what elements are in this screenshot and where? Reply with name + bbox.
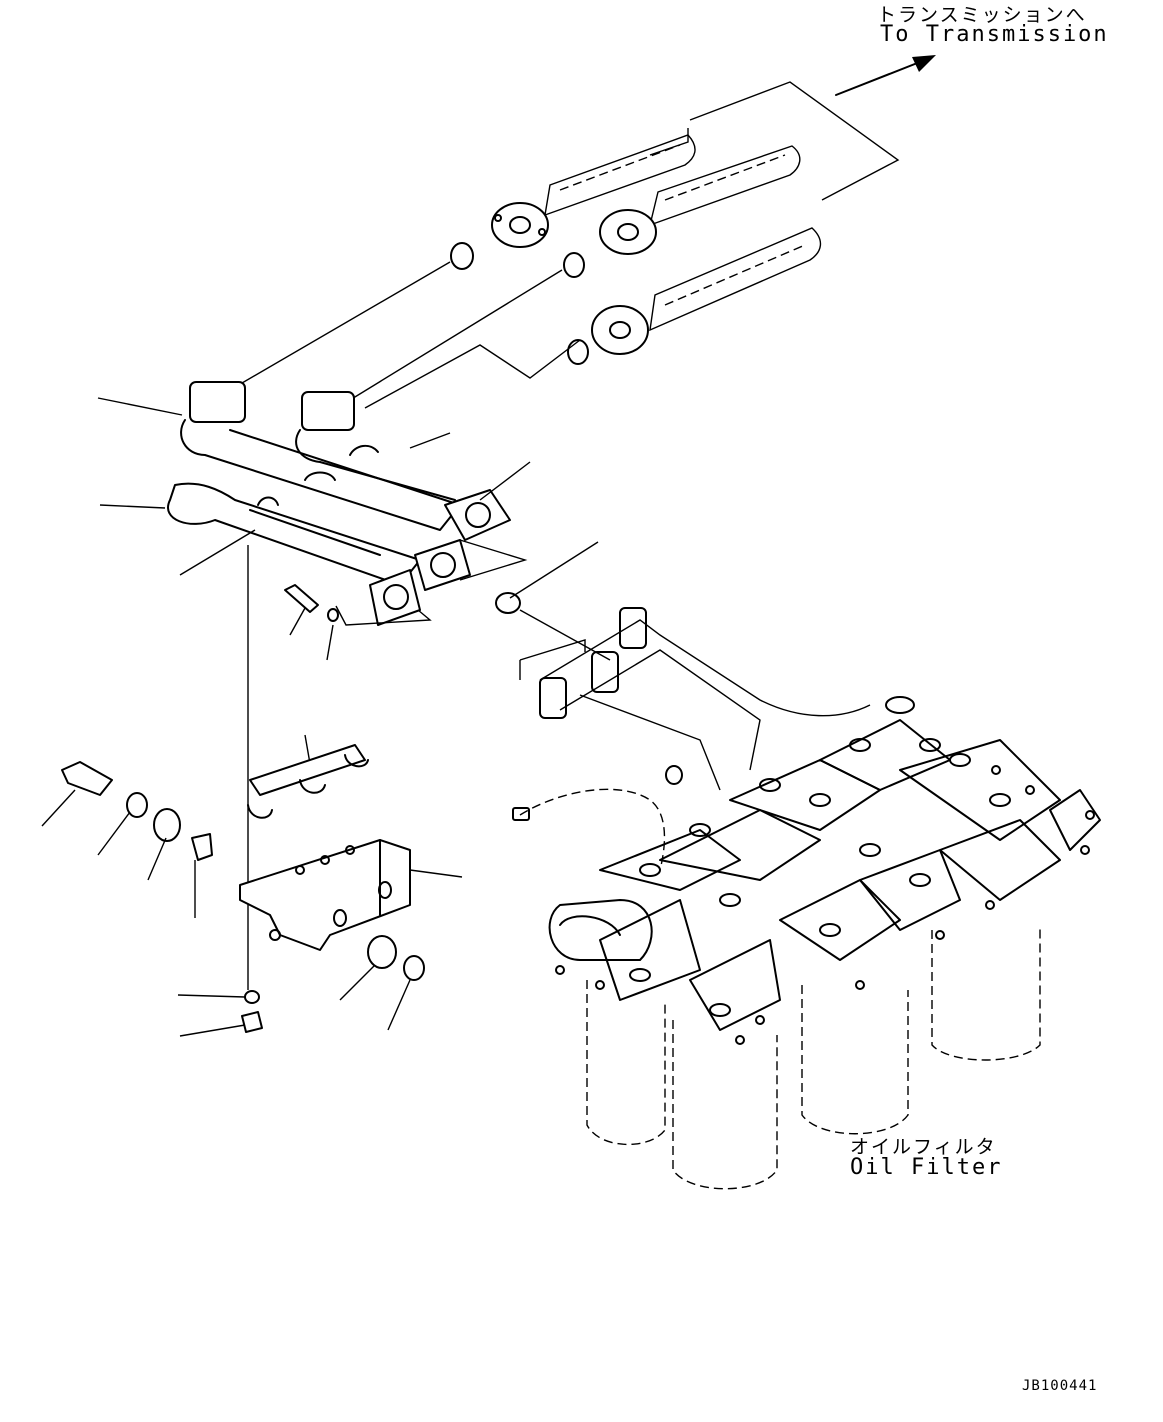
drawing-code: JB100441 — [1022, 1378, 1098, 1394]
transmission-label-jp: トランスミッションへ — [877, 4, 1087, 26]
transmission-arrow — [835, 55, 936, 96]
oil-filter-assembly — [512, 607, 1101, 1190]
leader-lines — [41, 397, 599, 1037]
transmission-label-en: To Transmission — [880, 22, 1109, 47]
pipe-assembly — [167, 381, 611, 990]
oil-filter-label-en: Oil Filter — [850, 1155, 1003, 1180]
oil-filter-label-jp: オイルフィルタ — [850, 1136, 997, 1158]
hose-assembly-upper — [229, 81, 900, 409]
bracket-assembly — [61, 744, 425, 1033]
